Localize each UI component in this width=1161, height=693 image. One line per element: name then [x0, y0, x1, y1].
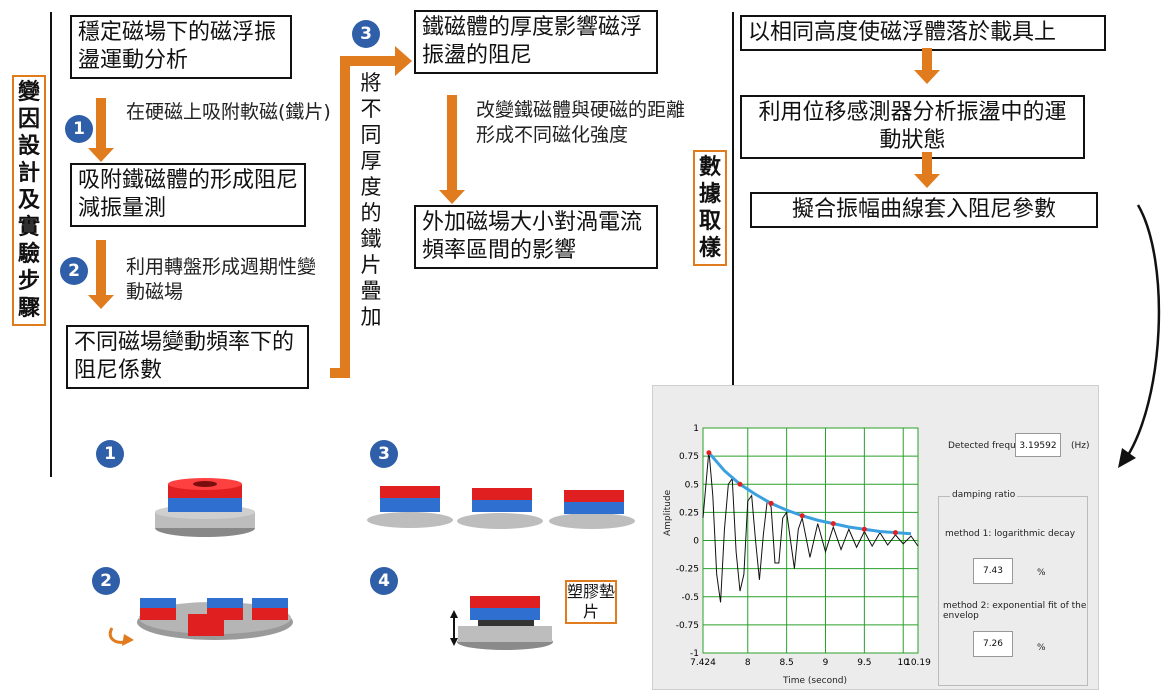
step3-result-box: 外加磁場大小對渦電流頻率區間的影響 [414, 205, 658, 269]
x-tick-label: 9 [823, 658, 829, 668]
frequency-unit: (Hz) [1071, 441, 1090, 451]
step3-note: 改變鐵磁體與硬磁的距離形成不同磁化強度 [476, 99, 686, 146]
illustration-1 [155, 478, 255, 537]
illustration-badge-3: 3 [370, 440, 398, 468]
y-tick-label: -0.5 [681, 593, 699, 603]
arrow-down-3 [439, 95, 465, 204]
arrow-down-2 [88, 240, 114, 309]
detected-frequency-label: Detected frequency [948, 441, 1038, 451]
x-tick-label: 8 [745, 658, 751, 668]
x-tick-label: 8.5 [779, 658, 793, 668]
method2-value: 7.26 [973, 631, 1013, 657]
step-badge-2: 2 [60, 257, 88, 285]
step-badge-3: 3 [352, 20, 380, 48]
amplitude-chart: 1 0.75 0.5 0.25 0 -0.25 -0.5 -0.75 -17.424 8 8.5 9 9… [676, 424, 931, 668]
plastic-spacer-label: 塑膠墊片 [565, 580, 617, 624]
arrow-down-r1 [914, 48, 940, 84]
x-tick-label: 10.19 [905, 658, 931, 668]
peak-point [861, 526, 867, 532]
illustration-badge-1: 1 [96, 440, 124, 468]
arrow-to-step3 [330, 46, 412, 378]
peak-point [706, 450, 712, 456]
curved-arrow [1123, 204, 1161, 461]
y-tick-label: -0.75 [676, 621, 699, 631]
y-tick-label: 0.5 [685, 480, 699, 490]
envelope-line [707, 451, 912, 536]
sampling-box-1: 以相同高度使磁浮體落於載具上 [740, 15, 1106, 51]
step-title-box: 穩定磁場下的磁浮振盪運動分析 [70, 15, 292, 79]
method1-value: 7.43 [973, 558, 1013, 584]
peak-point [892, 530, 898, 536]
damping-group [938, 496, 1088, 686]
x-tick-label: 10 [898, 658, 910, 668]
divider-left [50, 12, 52, 477]
sampling-box-2: 利用位移感測器分析振盪中的運動狀態 [740, 95, 1085, 159]
y-tick-label: 0 [693, 537, 699, 547]
illustration-badge-2: 2 [92, 567, 120, 595]
peak-point [737, 481, 743, 487]
illustration-3 [367, 486, 635, 529]
x-tick-label: 9.5 [857, 658, 871, 668]
peak-point [768, 500, 774, 506]
section-label-experiment: 變因設計及實驗步驟 [12, 75, 46, 326]
step2-note: 利用轉盤形成週期性變動磁場 [126, 256, 317, 303]
peak-point [830, 521, 836, 527]
illustration-2 [108, 598, 293, 646]
step3-box: 鐵磁體的厚度影響磁浮振盪的阻尼 [414, 10, 658, 74]
stack-plates-text: 將不同厚度的鐵片疊加 [360, 71, 382, 329]
step1-note: 在硬磁上吸附軟磁(鐵片) [126, 101, 331, 123]
section-label-data-sampling: 數據取樣 [693, 150, 727, 266]
method2-label: method 2: exponential fit of the envelop [943, 601, 1087, 621]
illustration-badge-4: 4 [370, 567, 398, 595]
damping-ratio-label: damping ratio [950, 490, 1018, 500]
y-tick-label: 0.25 [679, 508, 699, 518]
detected-frequency-value: 3.19592 [1015, 433, 1061, 457]
peak-point [799, 513, 805, 519]
y-tick-label: 0.75 [679, 452, 699, 462]
method2-unit: % [1037, 643, 1046, 653]
step1-box: 吸附鐵磁體的形成阻尼減振量測 [70, 163, 306, 227]
step-badge-1: 1 [65, 115, 93, 143]
divider-middle [732, 12, 734, 387]
y-tick-label: -0.25 [676, 565, 699, 575]
step2-box: 不同磁場變動頻率下的阻尼係數 [66, 325, 309, 389]
x-axis-label: Time (second) [783, 676, 848, 686]
signal-line [702, 450, 919, 603]
illustration-4 [450, 596, 553, 650]
y-tick-label: 1 [693, 424, 699, 434]
y-axis-label: Amplitude [663, 489, 673, 536]
sampling-box-3: 擬合振幅曲線套入阻尼參數 [750, 192, 1098, 228]
method1-unit: % [1037, 568, 1046, 578]
method1-label: method 1: logarithmic decay [945, 529, 1076, 539]
curved-arrow-head [1118, 448, 1136, 468]
arrow-down-r2 [914, 152, 940, 188]
arrow-down-1 [88, 98, 114, 162]
y-tick-label: -1 [690, 649, 699, 659]
x-tick-label: 7.424 [690, 658, 716, 668]
